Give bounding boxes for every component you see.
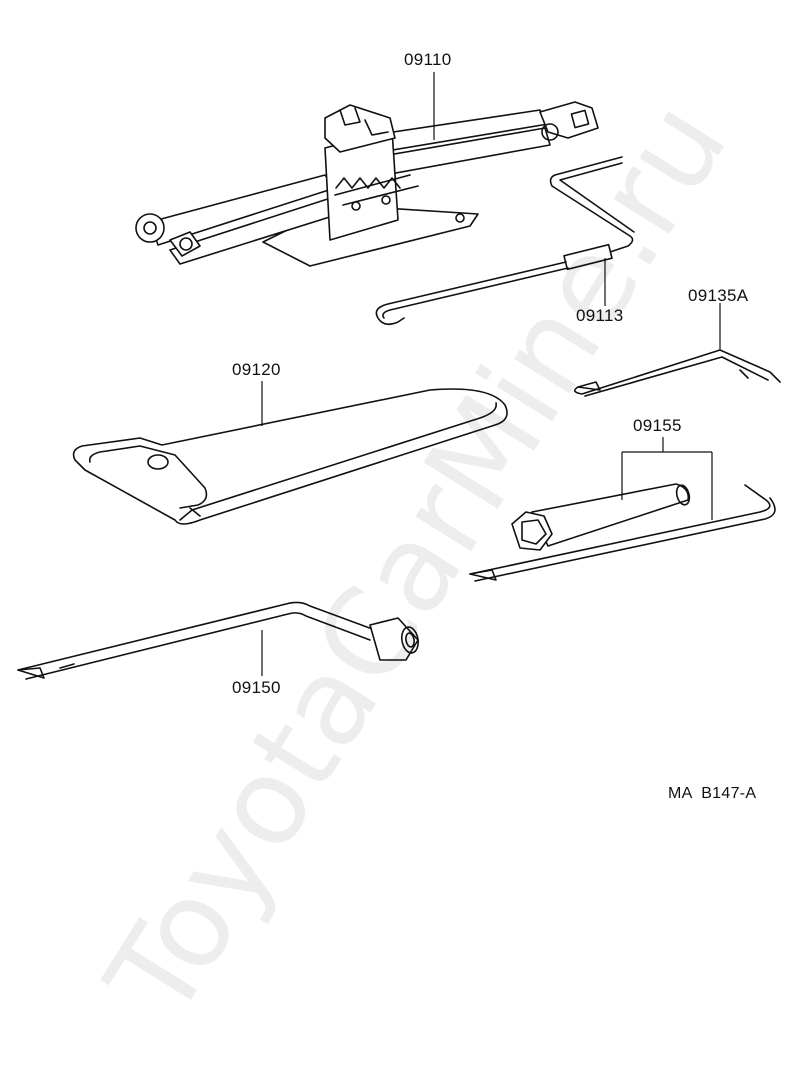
- lug-wrench: [17, 601, 419, 680]
- diagram-code: MA B147-A: [668, 785, 757, 802]
- handle-extension: [574, 349, 781, 397]
- part-label-lug-wrench: 09150: [232, 678, 281, 697]
- part-label-handle-extension: 09135A: [688, 286, 749, 305]
- part-label-jack: 09110: [404, 50, 452, 69]
- part-label-handle: 09113: [576, 306, 624, 325]
- part-label-tool-bag: 09120: [232, 360, 281, 379]
- wrench-set: [469, 483, 776, 582]
- part-label-wrench-set: 09155: [633, 416, 682, 435]
- jack-handle: [375, 156, 635, 326]
- scissor-jack: [135, 101, 599, 267]
- tool-bag: [72, 388, 508, 525]
- leader-lines: [261, 72, 721, 676]
